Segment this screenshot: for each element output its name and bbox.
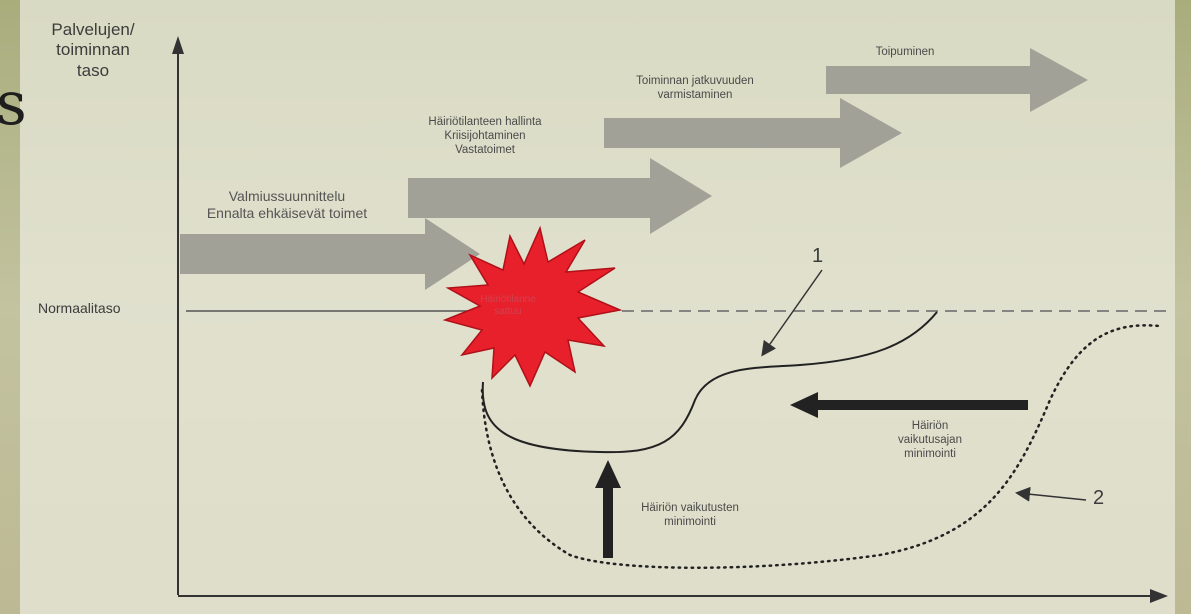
incident-starburst bbox=[442, 225, 623, 388]
phase-label-preparedness: Valmiussuunnittelu Ennalta ehkäisevät to… bbox=[206, 188, 368, 221]
phase-arrow-recovery bbox=[826, 48, 1088, 112]
curve-label-2: 2 bbox=[1093, 487, 1105, 509]
impact-arrow bbox=[595, 460, 621, 558]
edge-partial-text: s bbox=[0, 69, 27, 139]
impact-label: Häiriön vaikutusten minimointi bbox=[641, 502, 739, 528]
x-axis-arrowhead bbox=[1150, 589, 1168, 603]
callout-1-pointer bbox=[761, 269, 823, 357]
curve-label-1: 1 bbox=[812, 245, 824, 267]
phase-arrow-continuity bbox=[604, 98, 902, 168]
duration-arrow bbox=[790, 392, 1028, 418]
phase-label-continuity: Toiminnan jatkuvuuden varmistaminen bbox=[636, 75, 754, 101]
curve-2-dotted bbox=[480, 324, 1162, 569]
incident-label: Häiriötilanne sattuu bbox=[480, 294, 536, 317]
y-axis-label: Palvelujen/ toiminnan taso bbox=[51, 20, 135, 80]
phase-arrow-incident-management bbox=[408, 158, 712, 234]
phase-arrow-preparedness bbox=[180, 218, 480, 290]
y-axis-arrowhead bbox=[172, 36, 184, 54]
duration-label: Häiriön vaikutusajan minimointi bbox=[898, 420, 962, 460]
phase-label-incident-management: Häiriötilanteen hallinta Kriisijohtamine… bbox=[428, 116, 542, 156]
callout-2-pointer bbox=[1015, 486, 1087, 502]
normal-level-label: Normaalitaso bbox=[38, 300, 121, 316]
curve-1-solid bbox=[481, 311, 938, 454]
phase-label-recovery: Toipuminen bbox=[875, 46, 935, 58]
